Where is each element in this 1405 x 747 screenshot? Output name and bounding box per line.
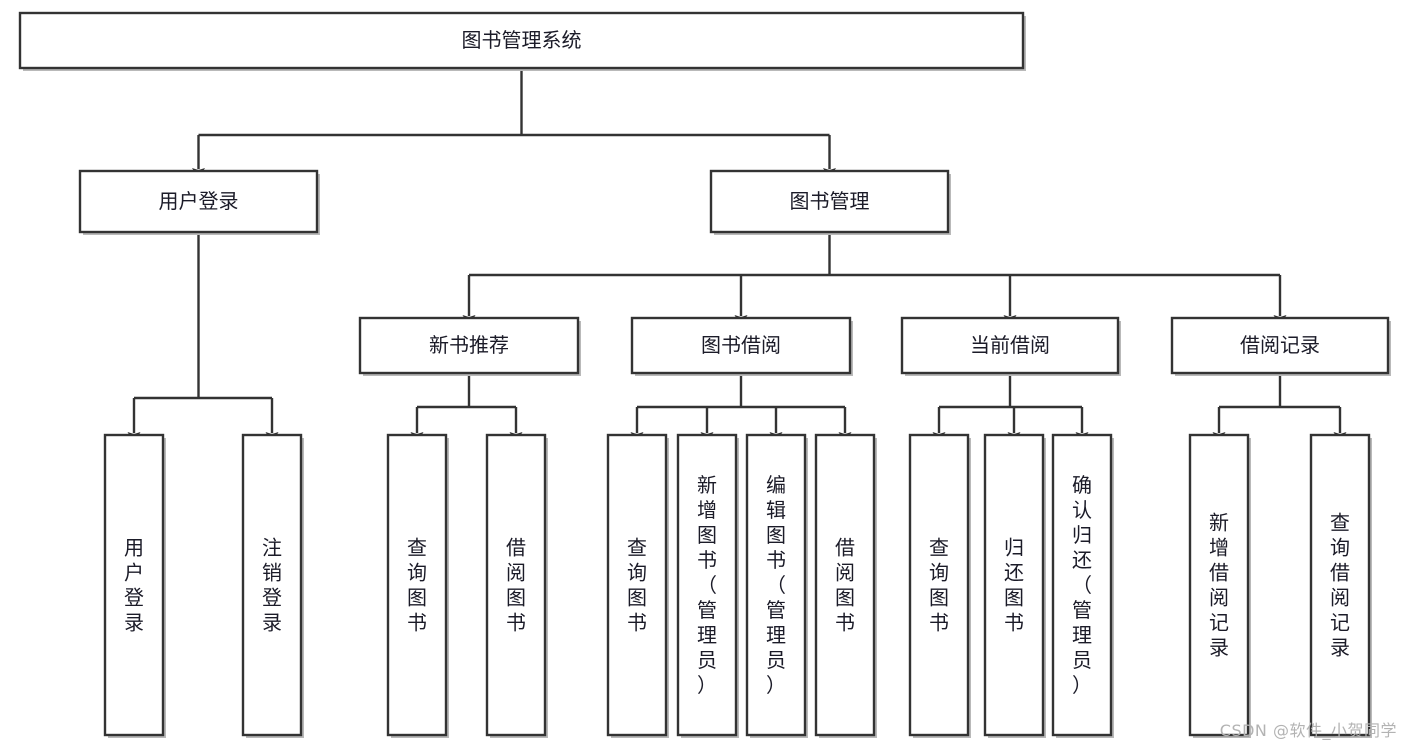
node-rect xyxy=(745,433,807,737)
node-leaf-query-book-cur[interactable]: 查询图书 xyxy=(908,433,971,738)
node-label: 借阅图书 xyxy=(835,536,855,635)
node-current-borrow[interactable]: 当前借阅 xyxy=(900,316,1121,376)
node-root[interactable]: 图书管理系统 xyxy=(18,11,1026,71)
node-label: 确认归还（管理员） xyxy=(1072,473,1092,697)
node-leaf-add-book[interactable]: 新增图书（管理员） xyxy=(676,433,739,738)
node-label: 归还图书 xyxy=(1004,536,1024,635)
node-leaf-user-login[interactable]: 用户登录 xyxy=(103,433,166,738)
node-rect xyxy=(18,11,1025,70)
node-borrow-record[interactable]: 借阅记录 xyxy=(1170,316,1391,376)
node-rect xyxy=(386,433,448,737)
node-label: 新增图书（管理员） xyxy=(697,473,717,697)
node-label: 图书借阅 xyxy=(701,333,781,357)
node-label: 借阅图书 xyxy=(506,536,526,635)
node-new-book-rec[interactable]: 新书推荐 xyxy=(358,316,581,376)
node-book-borrow[interactable]: 图书借阅 xyxy=(630,316,853,376)
node-leaf-borrow-book-rec[interactable]: 借阅图书 xyxy=(485,433,548,738)
node-rect xyxy=(709,169,950,234)
node-leaf-return-book[interactable]: 归还图书 xyxy=(983,433,1046,738)
node-rect xyxy=(78,169,319,234)
node-rect xyxy=(358,316,580,375)
node-rect xyxy=(900,316,1120,375)
node-rect xyxy=(1170,316,1390,375)
node-leaf-query-record[interactable]: 查询借阅记录 xyxy=(1309,433,1372,738)
node-leaf-query-book-rec[interactable]: 查询图书 xyxy=(386,433,449,738)
node-leaf-borrow-book[interactable]: 借阅图书 xyxy=(814,433,877,738)
node-rect xyxy=(1309,433,1371,737)
node-layer: 图书管理系统用户登录图书管理新书推荐图书借阅当前借阅借阅记录用户登录注销登录查询… xyxy=(18,11,1391,738)
node-label: 查询借阅记录 xyxy=(1330,511,1350,660)
node-rect xyxy=(241,433,303,737)
node-label: 查询图书 xyxy=(627,536,647,635)
node-label: 图书管理 xyxy=(790,189,870,213)
watermark-label: CSDN @软件_小贺同学 xyxy=(1219,721,1397,740)
node-label: 图书管理系统 xyxy=(462,28,582,52)
node-rect xyxy=(1051,433,1113,737)
node-label: 当前借阅 xyxy=(970,333,1050,357)
node-label: 借阅记录 xyxy=(1240,333,1320,357)
node-leaf-user-logout[interactable]: 注销登录 xyxy=(241,433,304,738)
node-label: 新增借阅记录 xyxy=(1209,511,1229,660)
node-label: 编辑图书（管理员） xyxy=(766,473,786,697)
node-rect xyxy=(814,433,876,737)
node-rect xyxy=(1188,433,1250,737)
node-label: 查询图书 xyxy=(407,536,427,635)
node-label: 新书推荐 xyxy=(429,333,509,357)
node-rect xyxy=(485,433,547,737)
node-label: 用户登录 xyxy=(159,189,239,213)
node-rect xyxy=(630,316,852,375)
node-leaf-edit-book[interactable]: 编辑图书（管理员） xyxy=(745,433,808,738)
node-rect xyxy=(908,433,970,737)
node-book-manage[interactable]: 图书管理 xyxy=(709,169,951,235)
node-label: 注销登录 xyxy=(262,536,282,635)
node-leaf-confirm-return[interactable]: 确认归还（管理员） xyxy=(1051,433,1114,738)
node-leaf-add-record[interactable]: 新增借阅记录 xyxy=(1188,433,1251,738)
node-rect xyxy=(606,433,668,737)
node-label: 用户登录 xyxy=(124,536,144,635)
node-rect xyxy=(676,433,738,737)
node-user-login[interactable]: 用户登录 xyxy=(78,169,320,235)
connector-layer xyxy=(127,68,1347,443)
node-label: 查询图书 xyxy=(929,536,949,635)
node-leaf-query-book-borrow[interactable]: 查询图书 xyxy=(606,433,669,738)
node-rect xyxy=(103,433,165,737)
node-rect xyxy=(983,433,1045,737)
